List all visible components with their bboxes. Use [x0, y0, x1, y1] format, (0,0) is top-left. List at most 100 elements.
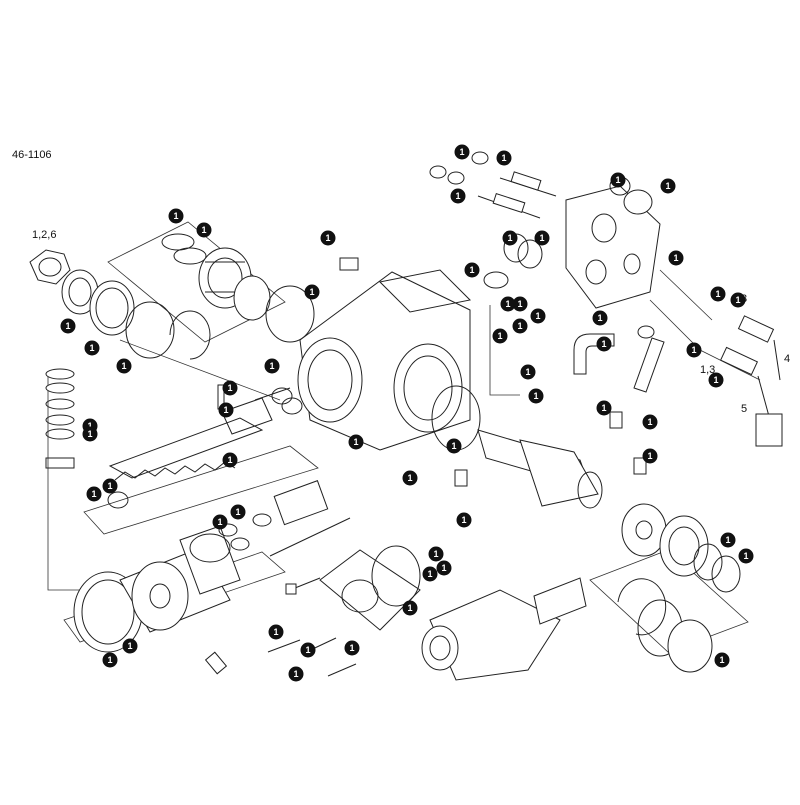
callout-number: 1 [433, 549, 438, 559]
callout-number: 1 [533, 391, 538, 401]
splined-stub-shaft [204, 577, 587, 675]
spool-valve-a [499, 171, 557, 197]
callout-bubble: 1 [212, 514, 228, 530]
callout-bubble: 1 [592, 310, 608, 326]
end-cover [319, 549, 421, 631]
callout-bubble: 1 [610, 172, 626, 188]
cover-disk [667, 619, 713, 673]
o-ring-small-b [230, 537, 250, 551]
callout-number: 1 [87, 429, 92, 439]
callout-bubble: 1 [720, 532, 736, 548]
callout-number: 1 [461, 515, 466, 525]
callout-number: 1 [87, 421, 92, 431]
bearing-small [483, 271, 509, 289]
callout-bubble: 1 [344, 640, 360, 656]
callout-number: 1 [539, 233, 544, 243]
callout-bubble: 1 [502, 230, 518, 246]
part-label-1-3: 1,3 [700, 364, 715, 376]
callout-number: 1 [89, 343, 94, 353]
callout-bubble: 1 [642, 448, 658, 464]
callout-number: 1 [223, 405, 228, 415]
callout-bubble: 1 [708, 372, 724, 388]
callout-number: 1 [173, 211, 178, 221]
callout-bubble: 1 [218, 402, 234, 418]
callout-number: 1 [497, 331, 502, 341]
pump-housing [297, 269, 472, 451]
valve-seal-large [623, 189, 653, 215]
callout-number: 1 [601, 339, 606, 349]
gasket-b [281, 397, 303, 415]
callout-bubble: 1 [512, 318, 528, 334]
sensor-connector-a [737, 315, 781, 381]
callout-number: 1 [735, 295, 740, 305]
callout-number: 1 [309, 287, 314, 297]
callout-number: 1 [601, 403, 606, 413]
part-label-5: 5 [741, 403, 747, 415]
callout-number: 1 [691, 345, 696, 355]
callout-number: 1 [273, 627, 278, 637]
callout-bubble: 1 [642, 414, 658, 430]
bracket-left [47, 372, 98, 591]
drawing-number: 46-1106 [12, 149, 52, 161]
callout-bubble: 1 [422, 566, 438, 582]
callout-number: 1 [719, 655, 724, 665]
callout-number: 1 [227, 383, 232, 393]
callout-number: 1 [407, 603, 412, 613]
leader-shaft [119, 339, 281, 401]
output-shaft [477, 429, 603, 509]
callout-bubble: 1 [84, 340, 100, 356]
callout-bubble: 1 [402, 600, 418, 616]
callout-number: 1 [525, 367, 530, 377]
callout-number: 1 [305, 645, 310, 655]
callout-number: 1 [713, 375, 718, 385]
callout-bubble: 1 [456, 512, 472, 528]
thrust-washer [621, 503, 667, 557]
callout-number: 1 [615, 175, 620, 185]
bearing-race [233, 275, 271, 321]
callout-number: 1 [349, 643, 354, 653]
callout-bubble: 1 [596, 400, 612, 416]
callout-number: 1 [269, 361, 274, 371]
spacer-ring-b [173, 247, 207, 265]
spool-valve-b [477, 192, 541, 219]
callout-number: 1 [293, 669, 298, 679]
callout-bubble: 1 [320, 230, 336, 246]
callout-number: 1 [65, 321, 70, 331]
valve-oring-c [471, 151, 489, 165]
seal-ring-a [693, 543, 723, 581]
callout-bubble: 1 [668, 250, 684, 266]
callout-number: 1 [127, 641, 132, 651]
callout-bubble: 1 [264, 358, 280, 374]
callout-bubble: 1 [230, 504, 246, 520]
callout-bubble: 1 [348, 434, 364, 450]
callout-number: 1 [743, 551, 748, 561]
callout-number: 1 [647, 417, 652, 427]
callout-number: 1 [673, 253, 678, 263]
callout-bubble: 1 [496, 150, 512, 166]
circlip [169, 310, 211, 360]
callout-bubble: 1 [534, 230, 550, 246]
callout-number: 1 [715, 289, 720, 299]
callout-bubble: 1 [304, 284, 320, 300]
callout-bubble: 1 [102, 652, 118, 668]
o-ring-small-a [218, 523, 238, 537]
callout-number: 1 [535, 311, 540, 321]
callout-bubble: 1 [520, 364, 536, 380]
callout-bubble: 1 [196, 222, 212, 238]
callout-number: 1 [725, 535, 730, 545]
control-rod [269, 517, 351, 557]
callout-bubble: 1 [116, 358, 132, 374]
callout-bubble: 1 [530, 308, 546, 324]
callout-bubble: 1 [738, 548, 754, 564]
callout-number: 1 [107, 655, 112, 665]
plug-top [339, 257, 359, 271]
callout-bubble: 1 [492, 328, 508, 344]
seal-ring-b [711, 555, 741, 593]
group-panel-spring [83, 445, 319, 535]
callout-bubble: 1 [122, 638, 138, 654]
callout-number: 1 [121, 361, 126, 371]
check-valve [609, 411, 647, 475]
valve-oring-b [447, 171, 465, 185]
